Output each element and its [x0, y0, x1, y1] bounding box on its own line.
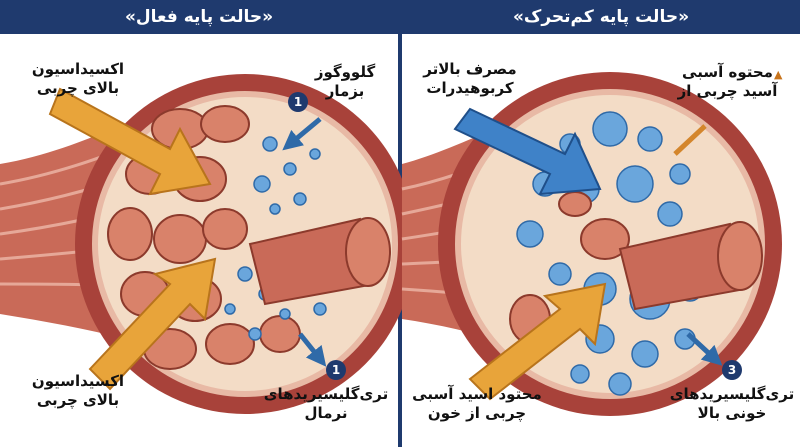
right-small-arrows — [673, 124, 723, 366]
right-label-bottom-left: محتود اسید آسبی چربی از خون — [412, 385, 542, 422]
diagram-art — [0, 72, 782, 416]
right-badge-bottom: 3 — [722, 360, 742, 380]
left-diagram — [0, 74, 415, 414]
left-label-bottom-right: تری‌گلیسیریدهای نرمال — [263, 385, 389, 422]
right-vessel — [618, 221, 763, 311]
left-badge-top: 1 — [288, 92, 308, 112]
left-panel-title: «حالت پایه فعال» — [0, 0, 398, 34]
right-blue-arrow — [453, 107, 602, 196]
right-label-top-left: مصرف بالاتر کربوهیدرات — [423, 60, 517, 97]
left-blue-arrows — [282, 117, 327, 367]
left-label-bottom-left: اکسیداسیون بالای چربی — [31, 372, 125, 409]
left-badge-bottom: 1 — [326, 360, 346, 380]
right-panel-title: «حالت پایه کم‌تحرک» — [402, 0, 800, 34]
left-label-top-left: اکسیداسیون بالای چربی — [31, 60, 125, 97]
left-vessel — [248, 217, 391, 306]
right-orange-arrow — [468, 282, 607, 401]
right-label-bottom-right: تری‌گلیسیریدهای خونی بالا — [669, 385, 795, 422]
left-label-top-right: گلووگوز بزمار — [314, 63, 376, 100]
left-orange-arrows — [48, 87, 217, 391]
warning-icon: ▲ — [774, 68, 783, 81]
right-label-top-right: محتوه آسبی آسید چربی از — [677, 63, 778, 100]
right-diagram — [401, 72, 782, 416]
